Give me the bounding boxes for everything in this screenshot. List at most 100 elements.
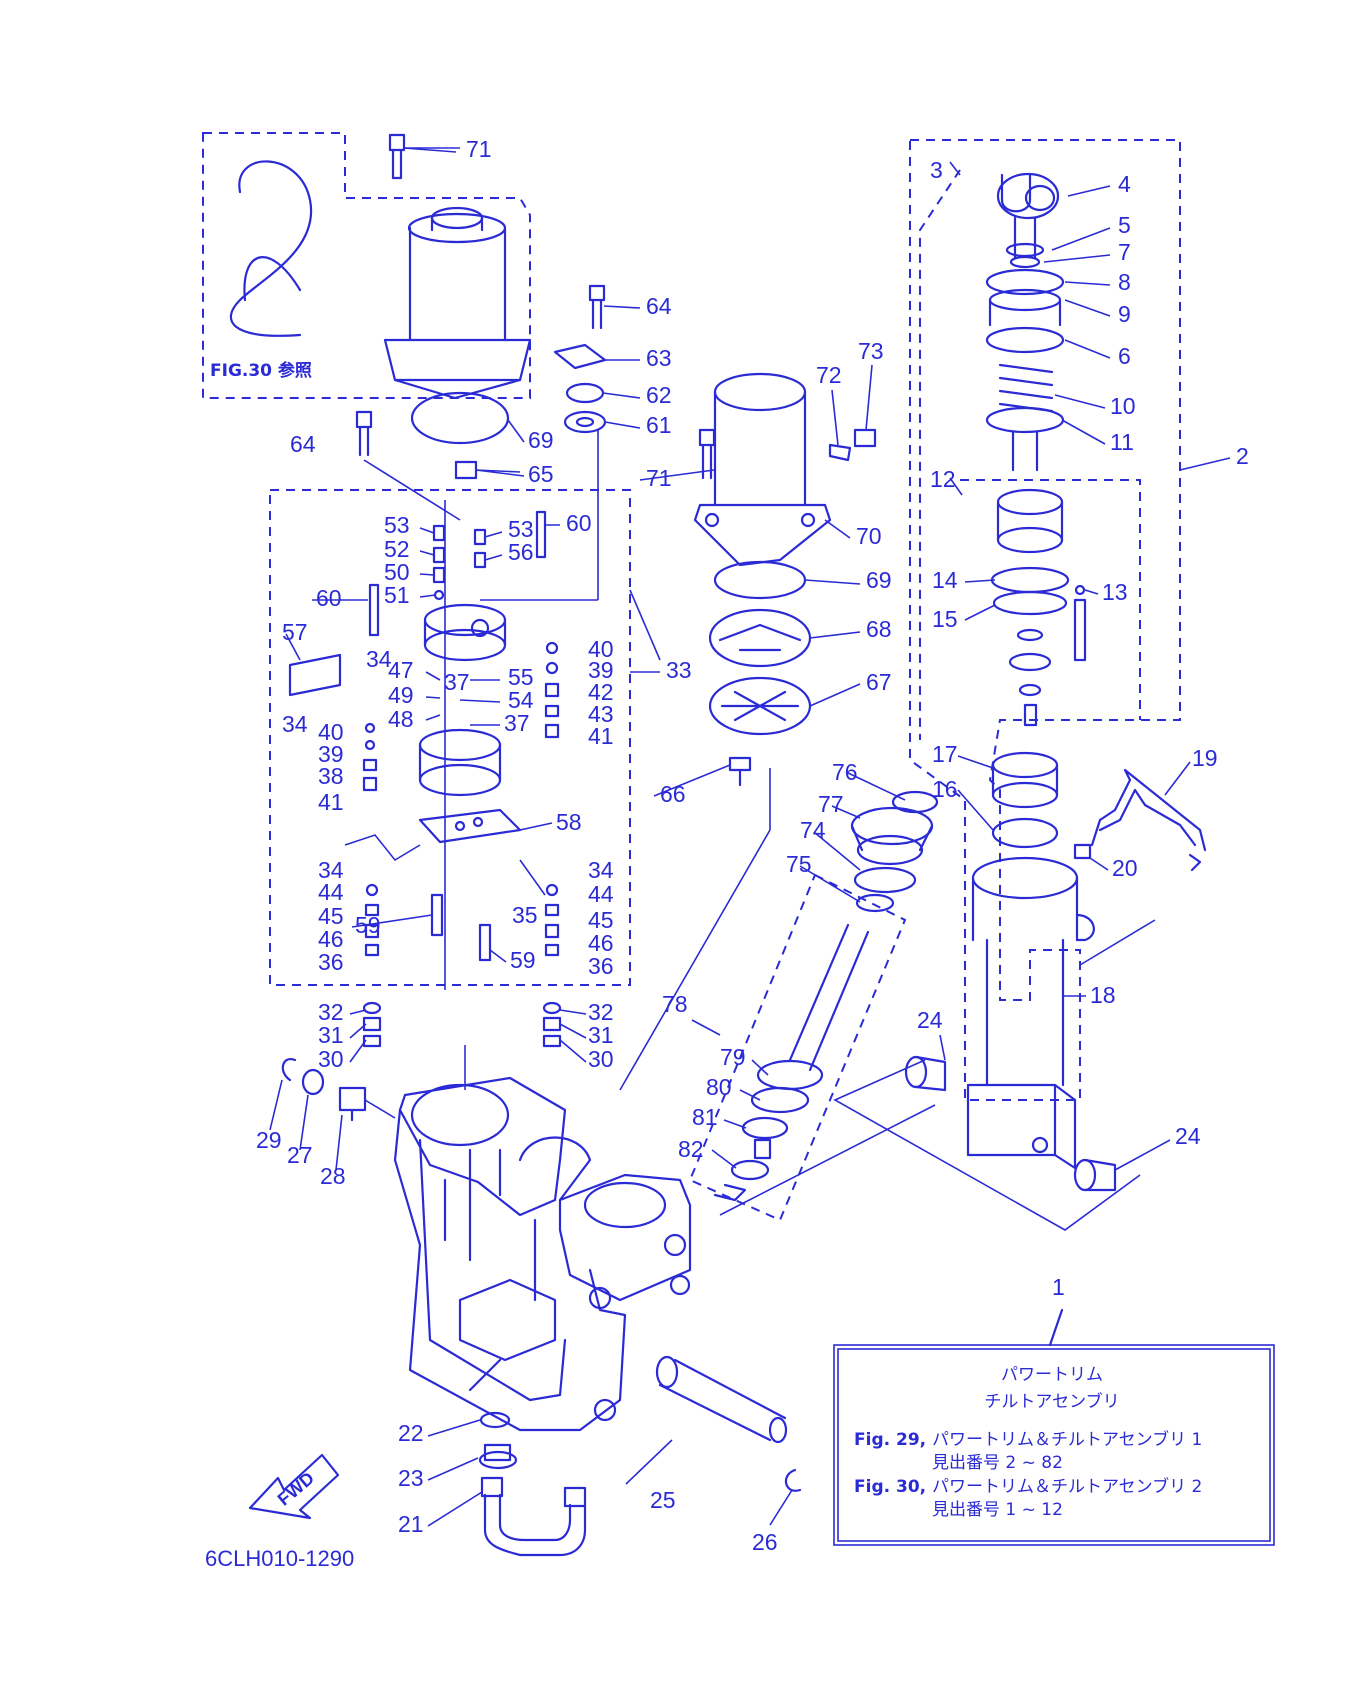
callout-51: 51 — [384, 582, 410, 608]
callout-49: 49 — [388, 682, 414, 708]
callout-45a: 45 — [318, 903, 344, 929]
callout-44a: 44 — [318, 879, 344, 905]
callout-labels: 1 2 3 4 5 6 7 8 9 10 11 12 13 14 15 16 1… — [256, 136, 1249, 1555]
callout-64a: 64 — [646, 293, 672, 319]
callout-72: 72 — [816, 362, 842, 388]
callout-14: 14 — [932, 567, 958, 593]
legend-ref2-range: 見出番号 1 ~ 12 — [932, 1500, 1063, 1520]
trim-cylinder-assembly — [719, 139, 1207, 1231]
callout-43: 43 — [588, 701, 614, 727]
callout-52: 52 — [384, 536, 410, 562]
callout-30: 30 — [318, 1046, 344, 1072]
callout-53a: 53 — [384, 512, 410, 538]
callout-39b: 39 — [588, 657, 614, 683]
tilt-base-body — [281, 1045, 802, 1557]
callout-77: 77 — [818, 791, 844, 817]
callout-26: 26 — [752, 1529, 778, 1555]
callout-25: 25 — [650, 1487, 676, 1513]
callout-37a: 37 — [444, 669, 470, 695]
callout-21: 21 — [398, 1511, 424, 1537]
callout-24: 24 — [917, 1007, 943, 1033]
callout-76: 76 — [832, 759, 858, 785]
legend-ref2-name: パワートリム＆チルトアセンブリ 2 — [932, 1476, 1202, 1497]
callout-1: 1 — [1052, 1274, 1065, 1300]
callout-23: 23 — [398, 1465, 424, 1491]
callout-32: 32 — [318, 999, 344, 1025]
callout-36: 36 — [318, 949, 344, 975]
callout-69b: 69 — [866, 567, 892, 593]
callout-36b: 36 — [588, 953, 614, 979]
callout-7: 7 — [1118, 239, 1131, 265]
fwd-label: FWD — [274, 1468, 318, 1510]
callout-40a: 40 — [318, 719, 344, 745]
legend-ref2-fig: Fig. 30, — [854, 1477, 926, 1497]
callout-40b: 40 — [588, 636, 614, 662]
callout-46b: 46 — [588, 930, 614, 956]
callout-leader-lines — [269, 147, 1231, 1527]
callout-75: 75 — [786, 851, 812, 877]
callout-65: 65 — [528, 461, 554, 487]
legend-box: パワートリム チルトアセンブリ Fig. 29, パワートリム＆チルトアセンブリ… — [833, 1308, 1275, 1546]
callout-60b: 60 — [566, 510, 592, 536]
callout-47: 47 — [388, 657, 414, 683]
callout-54: 54 — [508, 687, 534, 713]
callout-28: 28 — [320, 1163, 346, 1189]
callout-70: 70 — [856, 523, 882, 549]
callout-53b: 53 — [508, 516, 534, 542]
callout-34b: 34 — [282, 711, 308, 737]
callout-2: 2 — [1236, 443, 1249, 469]
callout-17: 17 — [932, 741, 958, 767]
callout-48: 48 — [388, 706, 414, 732]
callout-67: 67 — [866, 669, 892, 695]
callout-68: 68 — [866, 616, 892, 642]
wire-harness — [229, 160, 313, 337]
callout-13: 13 — [1102, 579, 1128, 605]
callout-41a: 41 — [318, 789, 344, 815]
callout-64b: 64 — [290, 431, 316, 457]
diagram-code: 6CLH010-1290 — [205, 1546, 354, 1571]
legend-ref1-fig: Fig. 29, — [854, 1430, 926, 1450]
callout-80: 80 — [706, 1074, 732, 1100]
callout-9: 9 — [1118, 301, 1131, 327]
callout-79: 79 — [720, 1044, 746, 1070]
callout-50: 50 — [384, 559, 410, 585]
callout-31: 31 — [318, 1022, 344, 1048]
o-ring-69 — [410, 391, 510, 445]
valve-block-assembly — [269, 391, 661, 1048]
callout-19: 19 — [1192, 745, 1218, 771]
callout-42: 42 — [588, 679, 614, 705]
callout-73: 73 — [858, 338, 884, 364]
callout-44b: 44 — [588, 881, 614, 907]
legend-ref1-range: 見出番号 2 ~ 82 — [932, 1453, 1063, 1473]
callout-6: 6 — [1118, 343, 1131, 369]
callout-37b: 37 — [504, 710, 530, 736]
callout-61: 61 — [646, 412, 672, 438]
callout-71a: 71 — [466, 136, 492, 162]
legend-title-line2: チルトアセンブリ — [984, 1391, 1119, 1412]
callout-12: 12 — [930, 466, 956, 492]
callout-30b: 30 — [588, 1046, 614, 1072]
callout-33: 33 — [666, 657, 692, 683]
reference-label: FIG.30 参照 — [210, 360, 312, 381]
callout-24b: 24 — [1175, 1123, 1201, 1149]
callout-82: 82 — [678, 1136, 704, 1162]
callout-39a: 39 — [318, 741, 344, 767]
callout-8: 8 — [1118, 269, 1131, 295]
callout-58: 58 — [556, 809, 582, 835]
callout-45b: 45 — [588, 907, 614, 933]
callout-34d: 34 — [588, 857, 614, 883]
callout-56: 56 — [508, 539, 534, 565]
callout-20: 20 — [1112, 855, 1138, 881]
motor-reference-box: FIG.30 参照 — [202, 132, 532, 400]
callout-34c: 34 — [318, 857, 344, 883]
callout-5: 5 — [1118, 212, 1131, 238]
callout-62: 62 — [646, 382, 672, 408]
callout-16: 16 — [932, 776, 958, 802]
manual-valve-assembly — [688, 790, 939, 1222]
callout-4: 4 — [1118, 171, 1131, 197]
callout-60a: 60 — [316, 585, 342, 611]
callout-10: 10 — [1110, 393, 1136, 419]
callout-59b: 59 — [510, 947, 536, 973]
callout-34a: 34 — [366, 646, 392, 672]
callout-78: 78 — [662, 991, 688, 1017]
